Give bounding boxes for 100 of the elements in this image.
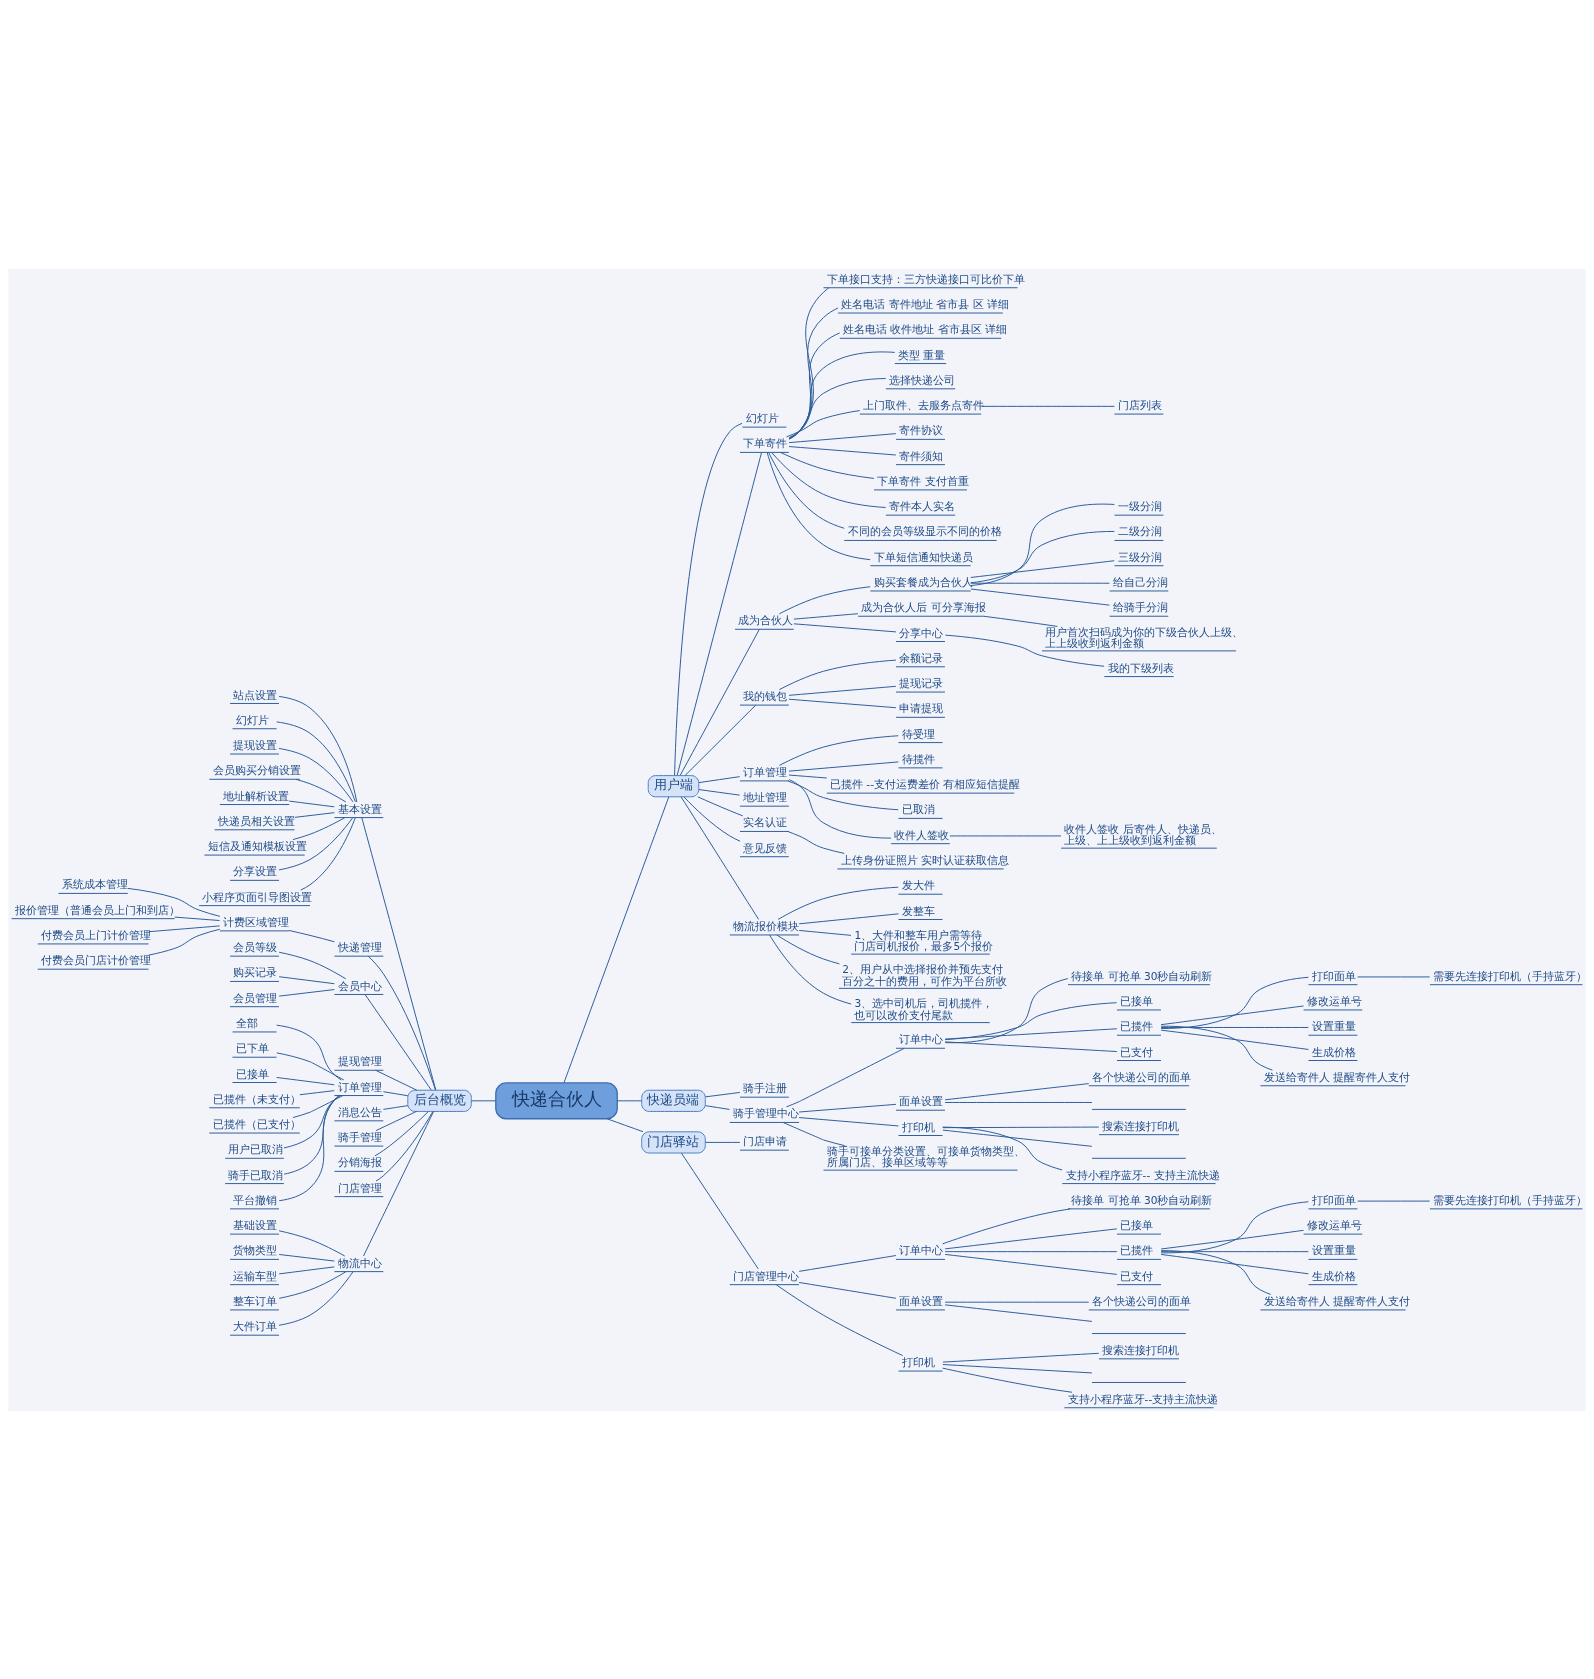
node-box: 快递合伙人 <box>495 1081 618 1119</box>
node-text: 订单中心 <box>899 1243 944 1256</box>
connector <box>1160 1005 1305 1025</box>
connector <box>683 796 741 842</box>
node-text: 待受理 <box>901 727 935 740</box>
connector <box>375 1069 418 1091</box>
connector <box>788 445 897 455</box>
connector <box>949 834 1062 836</box>
node-text: 门店申请 <box>743 1134 788 1147</box>
node-text: 发大件 <box>901 878 935 891</box>
connector <box>697 795 744 816</box>
connector <box>944 1250 1118 1252</box>
node-text: 设置重量 <box>1311 1019 1356 1032</box>
node-text: 会员中心 <box>337 979 382 991</box>
node-text: 需要先连接打印机（手持蓝牙） <box>1433 969 1588 982</box>
node-text: 意见反馈 <box>743 841 788 854</box>
connector <box>288 800 335 807</box>
connector <box>705 1091 741 1097</box>
connector <box>1160 1025 1273 1071</box>
node-text: 打印面单 <box>1311 1193 1356 1206</box>
node-text: 已取消 <box>901 802 935 815</box>
connector <box>679 628 760 776</box>
node-text: 给自己分润 <box>1112 575 1168 588</box>
connector <box>982 615 1058 627</box>
node-text: 分享中心 <box>899 626 944 639</box>
node-text: 成为合伙人后 可分享海报 <box>861 600 986 613</box>
node-text: 已揽件 <box>1120 1243 1154 1256</box>
connector <box>777 886 899 920</box>
node-box: 用户端 <box>647 774 700 797</box>
node-text: 提现管理 <box>337 1054 382 1067</box>
connector <box>798 1103 897 1112</box>
connector <box>766 451 871 560</box>
node-text: 选择快递公司 <box>889 373 956 386</box>
node-text: 基础设置 <box>233 1218 278 1231</box>
connector <box>1160 1029 1309 1050</box>
connector <box>1357 1200 1431 1202</box>
connector <box>1160 1229 1304 1249</box>
connector <box>174 916 220 921</box>
node-text: 货物类型 <box>233 1243 278 1256</box>
connector <box>375 1110 417 1131</box>
node-text: 寄件协议 <box>899 423 944 436</box>
connector <box>363 1110 435 1256</box>
connector <box>1160 1200 1309 1253</box>
connector <box>944 1027 1118 1040</box>
connector <box>294 811 335 818</box>
node-text: 待揽件 <box>901 752 935 765</box>
connector <box>787 779 899 810</box>
node-text: 搜索连接打印机 <box>1102 1119 1180 1132</box>
node-text: 各个快递公司的面单 <box>1092 1070 1192 1083</box>
node-text: 平台撤销 <box>233 1193 278 1206</box>
node-text: 物流中心 <box>337 1256 382 1269</box>
node-text: 面单设置 <box>899 1094 944 1107</box>
node-text: 短信及通知模板设置 <box>207 839 307 852</box>
node-text: 发送给寄件人 提醒寄件人支付 <box>1263 1294 1411 1307</box>
node-text: 余额记录 <box>899 651 944 664</box>
connector <box>616 1099 642 1101</box>
connector <box>771 451 887 508</box>
node-text: 寄件本人实名 <box>889 499 956 512</box>
connector <box>942 1363 1093 1373</box>
connector <box>768 451 845 529</box>
connector <box>278 988 335 997</box>
connector <box>788 432 897 443</box>
node-text: 骑手管理 <box>337 1130 382 1143</box>
node-text: 小程序页面引导图设置 <box>202 890 313 903</box>
connector <box>278 975 335 984</box>
connector <box>295 778 347 802</box>
node-text: 面单设置 <box>899 1294 944 1307</box>
connector <box>788 331 841 439</box>
node-text: 大件订单 <box>233 1319 278 1332</box>
node-text: 基本设置 <box>337 802 382 815</box>
connector <box>788 774 828 778</box>
node-text: 修改运单号 <box>1306 994 1362 1007</box>
node-text: 提现记录 <box>899 676 944 689</box>
connector <box>780 451 875 479</box>
connector <box>276 1076 335 1085</box>
node-text: 分销海报 <box>337 1155 382 1168</box>
node-text: 骑手可接单分类设置、可接单货物类型、所属门店、接单区域等等 <box>826 1144 1025 1168</box>
node-text: 上门取件、去服务点寄件 <box>863 398 985 411</box>
connector <box>785 1047 905 1107</box>
connector <box>278 951 347 979</box>
connector <box>1160 1249 1272 1295</box>
connector <box>127 887 221 917</box>
connector <box>793 612 859 620</box>
connector <box>944 1227 1118 1249</box>
node-box: 门店驿站 <box>641 1130 706 1153</box>
node-text: 2、用户从中选择报价并预先支付百分之十的费用，可作为平台所收 <box>842 962 1008 987</box>
node-text: 门店管理中心 <box>733 1269 800 1282</box>
connector <box>364 993 432 1090</box>
connector <box>788 377 887 438</box>
node-text: 修改运单号 <box>1306 1218 1362 1231</box>
node-text: 分享设置 <box>233 864 278 877</box>
node-bar <box>1091 1381 1187 1383</box>
connector <box>970 530 1115 583</box>
connector <box>798 912 899 924</box>
connector <box>278 1270 354 1326</box>
node-text: 生成价格 <box>1311 1045 1356 1058</box>
node-text: 3、选中司机后，司机揽件，也可以改价支付尾款 <box>854 996 994 1021</box>
node-text: 消息公告 <box>337 1105 382 1118</box>
node-text: 我的下级列表 <box>1107 661 1174 674</box>
connector <box>944 1040 1118 1052</box>
